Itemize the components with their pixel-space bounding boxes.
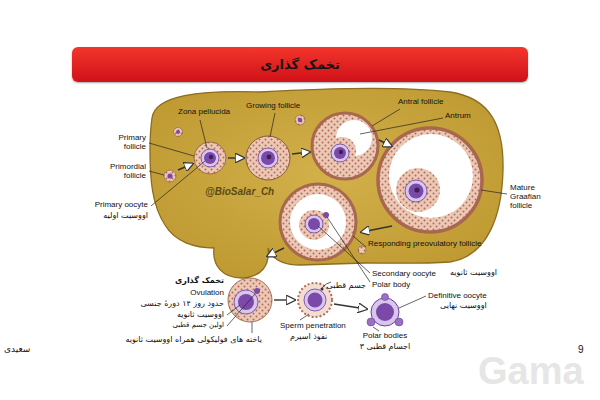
part-label: اووسیت نهایی	[440, 302, 487, 311]
antral-follicle	[312, 113, 378, 179]
part-label: Antrum	[445, 112, 471, 121]
primary-follicle	[194, 142, 226, 174]
title-bar: تخمک گذاری	[72, 47, 528, 82]
part-label: Antral follicle	[398, 98, 443, 107]
part-label: Primordial follicle	[98, 163, 146, 181]
part-label: Responding preovulatory follicle	[368, 240, 483, 249]
part-label: یاخته های فولیکولی همراه اووسیت ثانویه	[125, 336, 262, 345]
part-label: تخمک گذاری	[175, 277, 224, 286]
part-label: Zona pellucida	[178, 108, 230, 117]
part-label: Polar bodies	[363, 332, 407, 341]
part-label: Primary oocyte	[95, 201, 148, 210]
part-label: Secondary oocyte	[372, 270, 436, 279]
part-label: اجسام قطبی ۳	[360, 343, 411, 352]
slide-title: تخمک گذاری	[260, 57, 340, 72]
part-label: @BioSalar_Ch	[205, 186, 274, 197]
part-label: اووسیت ثانویه	[177, 311, 224, 320]
watermark: Gama	[478, 350, 584, 393]
part-label: Polar body	[372, 281, 410, 290]
part-label: Mature Graafian follicle	[510, 184, 560, 211]
graafian-follicle	[378, 128, 482, 232]
part-label: جسم قطبی	[327, 282, 366, 291]
part-label: نفوذ اسپرم	[290, 333, 327, 342]
part-label: حدود روز ۱۴ دورهٔ جنسی	[140, 300, 224, 309]
part-label: Ovulation	[190, 289, 224, 298]
part-label: Definitive oocyte	[428, 292, 487, 301]
definitive-oocyte	[367, 294, 403, 327]
part-label: اولین جسم قطبی	[172, 322, 224, 330]
part-label: اووسیت اولیه	[103, 212, 148, 221]
part-label: اووسیت ثانویه	[450, 269, 497, 278]
part-label: Sperm penetration	[280, 322, 346, 331]
preovulatory-follicle	[280, 184, 356, 260]
ovary-outline	[150, 88, 503, 278]
part-label: Growing follicle	[246, 102, 300, 111]
growing-follicle	[246, 136, 290, 180]
part-label: سعیدی	[4, 344, 30, 354]
part-label: Primary follicle	[104, 134, 146, 152]
